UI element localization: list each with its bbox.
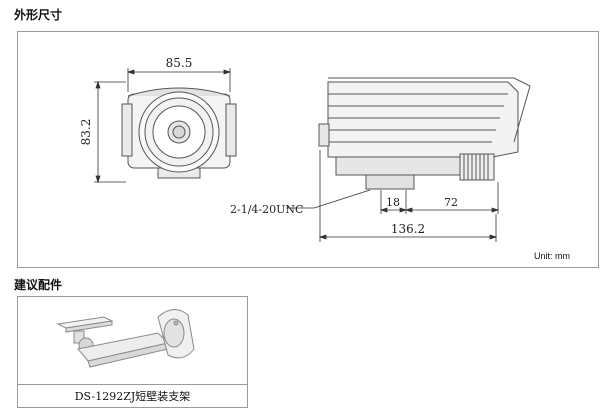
thread-callout [286, 189, 371, 209]
front-width-dimension [126, 68, 232, 92]
dimension-drawing-panel: 85.5 83.2 [17, 31, 599, 268]
dim-18-label: 18 [386, 196, 400, 209]
side-detail-dimension [379, 182, 500, 214]
front-view [121, 87, 237, 179]
unit-label: Unit: mm [534, 251, 570, 261]
front-height-dimension [94, 80, 126, 184]
thread-label: 2-1/4-20UNC [230, 203, 303, 216]
front-height-label: 83.2 [79, 119, 93, 146]
accessory-caption: DS-1292ZJ短壁装支架 [18, 384, 247, 407]
wall-mount-bracket-image [56, 309, 195, 368]
accessory-heading: 建议配件 [14, 278, 63, 292]
overall-length-dimension [318, 150, 498, 242]
side-view [318, 77, 531, 190]
dimensions-heading: 外形尺寸 [14, 8, 63, 22]
dim-72-label: 72 [444, 196, 458, 209]
front-width-label: 85.5 [166, 56, 193, 70]
overall-length-label: 136.2 [391, 222, 425, 236]
camera-dimension-drawing: 85.5 83.2 [79, 56, 531, 242]
accessory-panel: DS-1292ZJ短壁装支架 [17, 296, 248, 408]
